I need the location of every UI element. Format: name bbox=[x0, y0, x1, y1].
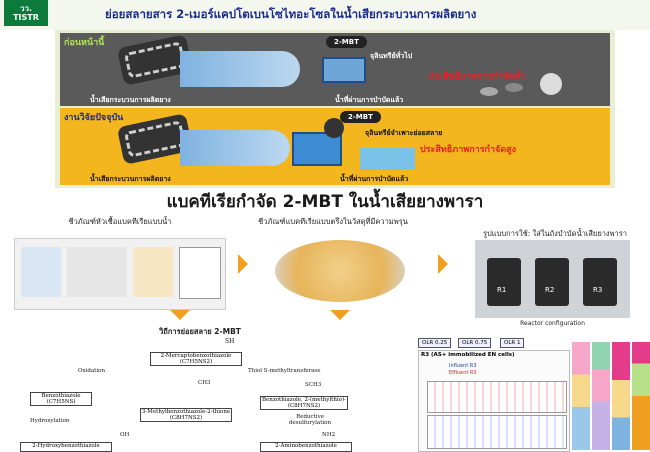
reactor-label: R1 bbox=[497, 286, 507, 294]
lab-screening-image bbox=[67, 247, 127, 297]
application-caption: รูปแบบการใช้: ใส่ในถังบำบัดน้ำเสียยางพาร… bbox=[483, 229, 627, 238]
arrow-right-icon bbox=[238, 254, 248, 274]
influent-label: น้ำเสียกระบวนการผลิตยาง bbox=[90, 96, 171, 104]
cod-subplot bbox=[427, 381, 567, 413]
results-plot: R3 (AS+ immobilized EN cells) Influent R… bbox=[418, 350, 570, 452]
reactor-r3: R3 bbox=[583, 258, 617, 306]
methylthio-benzothiazole-compound: Benzothiazole, 2-(methylthio)- (C8H7NS2) bbox=[260, 396, 348, 410]
aminobenzothiazole-compound: 2-Aminobenzothiazole bbox=[260, 442, 352, 452]
logo: วว. TISTR bbox=[4, 0, 48, 26]
page-title: ย่อยสลายสาร 2-เมอร์แคปโตเบนโซไทอะโซลในน้… bbox=[105, 7, 477, 21]
reductive-label: Reductive desulfurylation bbox=[288, 414, 332, 426]
main-title: แบคทีเรียกำจัด 2-MBT ในน้ำเสียยางพารา bbox=[166, 192, 484, 212]
panel-current: งานวิจัยปัจจุบัน 2-MBT จุลินทรีย์จำเพาะย… bbox=[60, 108, 610, 185]
mbt-compound: 2-Mercaptobenzothiazole (C7H5NS2) bbox=[150, 352, 242, 366]
hydroxybenzothiazole-compound: 2-Hydroxybenzothiazole bbox=[20, 442, 112, 452]
arrow-down-icon bbox=[170, 310, 190, 320]
hydroxyl-group-label: OH bbox=[120, 432, 130, 438]
flask-image bbox=[133, 247, 173, 297]
reactor-photo: R1 R2 R3 bbox=[475, 240, 630, 318]
carrier-caption: ชีวภัณฑ์แบคทีเรียแบบตรึงในวัสดุที่มีความ… bbox=[258, 217, 408, 226]
wastewater-flow-illustration bbox=[180, 51, 300, 87]
skull-icon bbox=[540, 73, 562, 95]
benzothiazole-compound: Benzothiazole (C7H5NS) bbox=[30, 392, 92, 406]
mbt-subplot bbox=[427, 415, 567, 449]
inoculum-caption: ชีวภัณฑ์หัวเชื้อแบคทีเรียแบบน้ำ bbox=[68, 217, 172, 226]
oxidation-label: Oxidation bbox=[78, 368, 105, 374]
effluent-label: น้ำที่ผ่านการบำบัดแล้ว bbox=[335, 96, 404, 104]
olr-chip: OLR 0.25 bbox=[418, 338, 452, 348]
microbe-specific-label: จุลินทรีย์จำเพาะย่อยสลาย bbox=[365, 129, 443, 137]
dead-fish-icon bbox=[505, 83, 523, 92]
header-bar: วว. TISTR ย่อยสลายสาร 2-เมอร์แคปโตเบนโซไ… bbox=[0, 0, 650, 30]
clean-water-tank-icon bbox=[360, 148, 415, 170]
methylation-label: Thiol S-methyltransferase bbox=[248, 368, 321, 374]
immobilized-carrier-image bbox=[275, 240, 405, 302]
lab-process-image bbox=[14, 238, 226, 310]
high-efficiency-label: ประสิทธิภาพการกำจัดสูง bbox=[420, 145, 517, 155]
olr-chip: OLR 1 bbox=[500, 338, 525, 348]
influent-label: น้ำเสียกระบวนการผลิตยาง bbox=[90, 175, 171, 183]
effluent-label: น้ำที่ผ่านการบำบัดแล้ว bbox=[340, 175, 409, 183]
composition-bar bbox=[612, 342, 630, 450]
panel-previous-tag: ก่อนหน้านี้ bbox=[64, 38, 105, 48]
microbe-general-label: จุลินทรีย์ทั่วไป bbox=[370, 52, 413, 60]
reactor-r2: R2 bbox=[535, 258, 569, 306]
low-efficiency-label: ประสิทธิภาพการกำจัดต่ำ bbox=[428, 72, 526, 82]
logo-top-text: วว. bbox=[19, 4, 33, 13]
panel-previous: ก่อนหน้านี้ 2-MBT จุลินทรีย์ทั่วไป ประสิ… bbox=[60, 33, 610, 106]
reactor-label: R2 bbox=[545, 286, 555, 294]
composition-bar bbox=[632, 342, 650, 450]
hydroxylation-label: Hydroxylation bbox=[30, 418, 70, 424]
pathway-title: วิถีการย่อยสลาย 2-MBT bbox=[159, 327, 241, 336]
dead-fish-icon bbox=[480, 87, 498, 96]
panel-current-tag: งานวิจัยปัจจุบัน bbox=[64, 113, 124, 123]
methylthio-group-label: SCH3 bbox=[305, 382, 322, 388]
reactor-caption: Reactor configuration bbox=[520, 320, 585, 327]
thiol-group-label: SH bbox=[225, 338, 235, 345]
composition-bar bbox=[592, 342, 610, 450]
legend-effluent: Effluent R3 bbox=[449, 370, 477, 376]
amine-group-label: NH2 bbox=[322, 432, 336, 438]
reactor-r1: R1 bbox=[487, 258, 521, 306]
mbt-label: 2-MBT bbox=[340, 111, 381, 123]
legend-influent: Influent R3 bbox=[449, 363, 477, 369]
olr-chip: OLR 0.75 bbox=[458, 338, 492, 348]
treatment-tank-icon bbox=[322, 57, 366, 83]
worker-icon bbox=[324, 118, 344, 138]
logo-bottom-text: TISTR bbox=[13, 13, 39, 22]
community-composition-chart bbox=[572, 342, 650, 450]
composition-bar bbox=[572, 342, 590, 450]
methyl-group-label: CH3 bbox=[198, 380, 211, 386]
mbt-label: 2-MBT bbox=[326, 36, 367, 48]
reactor-label: R3 bbox=[593, 286, 603, 294]
wastewater-flow-illustration bbox=[180, 130, 290, 166]
methylbenzothiazole-thione-compound: 3-Methylbenzothiazole-2-thione (C8H7NS2) bbox=[140, 408, 232, 422]
arrow-right-icon bbox=[438, 254, 448, 274]
culture-bottle-image bbox=[21, 247, 61, 297]
arrow-down-icon bbox=[330, 310, 350, 320]
results-plot-title: R3 (AS+ immobilized EN cells) bbox=[421, 352, 515, 358]
growth-curve-image bbox=[179, 247, 221, 299]
